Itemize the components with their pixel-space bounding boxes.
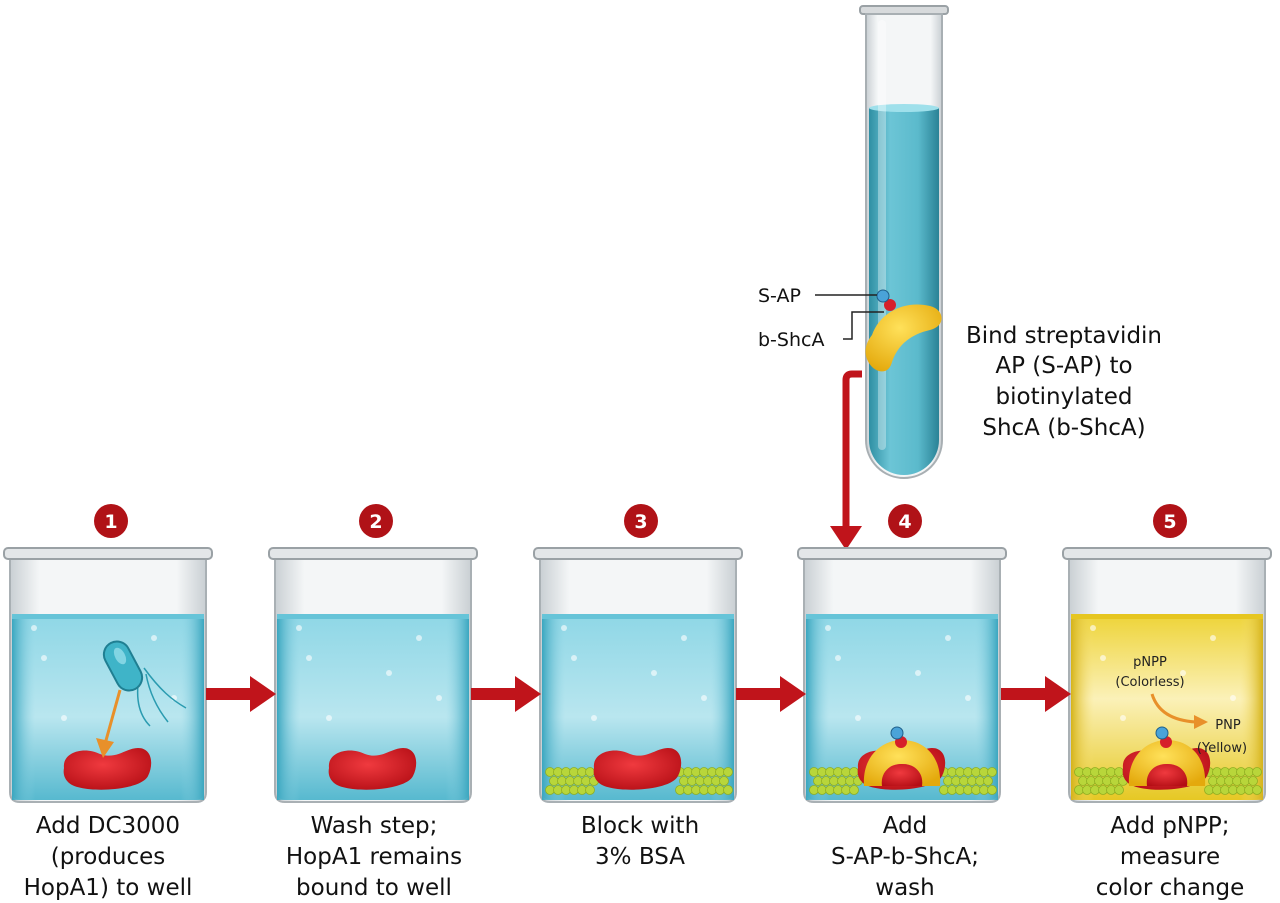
- label-pnp-yellow: (Yellow): [1197, 741, 1247, 756]
- step-5-caption-line-2: measure: [1120, 844, 1220, 870]
- step-arrow-3-4: [736, 676, 806, 712]
- pnpp-reaction: pNPP (Colorless) PNP (Yellow): [1115, 655, 1247, 756]
- beaker-2: [268, 547, 478, 803]
- label-pnpp-colorless: (Colorless): [1115, 675, 1184, 690]
- b-shca-molecule: [865, 304, 942, 372]
- tube-description-line-4: ShcA (b-ShcA): [982, 415, 1145, 441]
- tube-arrowhead: [830, 526, 862, 550]
- step-4: 4 Add S-AP-b-ShcA; wash: [831, 504, 979, 901]
- step-5-caption-line-1: Add pNPP;: [1110, 813, 1229, 839]
- step-number-1: 1: [104, 511, 117, 533]
- shca-complex: [863, 740, 941, 786]
- step-3-caption-line-2: 3% BSA: [595, 844, 685, 870]
- shca-complex: [1128, 740, 1206, 786]
- hopa1-protein: [593, 748, 682, 790]
- step-5: 5 Add pNPP; measure color change: [1096, 504, 1245, 901]
- step-badge-1: [94, 504, 128, 538]
- step-4-caption-line-1: Add: [883, 813, 928, 839]
- step-badge-4: [888, 504, 922, 538]
- beaker-4: [797, 547, 1007, 803]
- beaker-3: [533, 547, 743, 803]
- tube-description-line-1: Bind streptavidin: [966, 323, 1162, 349]
- biotin-dot: [884, 299, 896, 311]
- bacterium-dc3000: [102, 640, 187, 727]
- label-pnpp: pNPP: [1133, 655, 1167, 670]
- label-s-ap: S-AP: [758, 285, 801, 307]
- step-3-caption-line-1: Block with: [581, 813, 699, 839]
- step-1-caption-line-3: HopA1) to well: [24, 875, 193, 901]
- step-1: 1 Add DC3000 (produces HopA1) to well: [24, 504, 193, 901]
- step-number-4: 4: [898, 511, 911, 533]
- step-badge-3: [624, 504, 658, 538]
- reaction-arrow: [1150, 693, 1197, 724]
- label-pnp: PNP: [1215, 718, 1241, 733]
- secretion-arrow: [103, 689, 122, 745]
- step-1-caption-line-1: Add DC3000: [36, 813, 180, 839]
- beaker-5: [1062, 547, 1272, 803]
- step-2: 2 Wash step; HopA1 remains bound to well: [286, 504, 462, 901]
- step-1-caption-line-2: (produces: [51, 844, 166, 870]
- step-arrow-4-5: [1001, 676, 1071, 712]
- label-b-shca: b-ShcA: [758, 329, 824, 351]
- step-2-caption-line-2: HopA1 remains: [286, 844, 462, 870]
- step-badge-5: [1153, 504, 1187, 538]
- hopa1-protein: [63, 748, 152, 790]
- tube-to-well-arrow: [842, 370, 862, 528]
- step-5-caption-line-3: color change: [1096, 875, 1245, 901]
- step-number-5: 5: [1163, 511, 1176, 533]
- step-arrow-2-3: [471, 676, 541, 712]
- streptavidin-dot: [876, 289, 890, 303]
- test-tube: S-AP b-ShcA Bind streptavidin AP (S-AP) …: [758, 5, 1162, 479]
- beaker-1: [3, 547, 213, 803]
- step-4-caption-line-3: wash: [875, 875, 934, 901]
- step-number-2: 2: [369, 511, 382, 533]
- tube-description-line-3: biotinylated: [996, 384, 1133, 410]
- step-badge-2: [359, 504, 393, 538]
- hopa1-protein: [328, 748, 417, 790]
- step-2-caption-line-1: Wash step;: [311, 813, 438, 839]
- step-number-3: 3: [634, 511, 647, 533]
- step-2-caption-line-3: bound to well: [296, 875, 452, 901]
- tube-description-line-2: AP (S-AP) to: [995, 353, 1132, 379]
- step-4-caption-line-2: S-AP-b-ShcA;: [831, 844, 979, 870]
- step-arrow-1-2: [206, 676, 276, 712]
- step-3: 3 Block with 3% BSA: [581, 504, 699, 870]
